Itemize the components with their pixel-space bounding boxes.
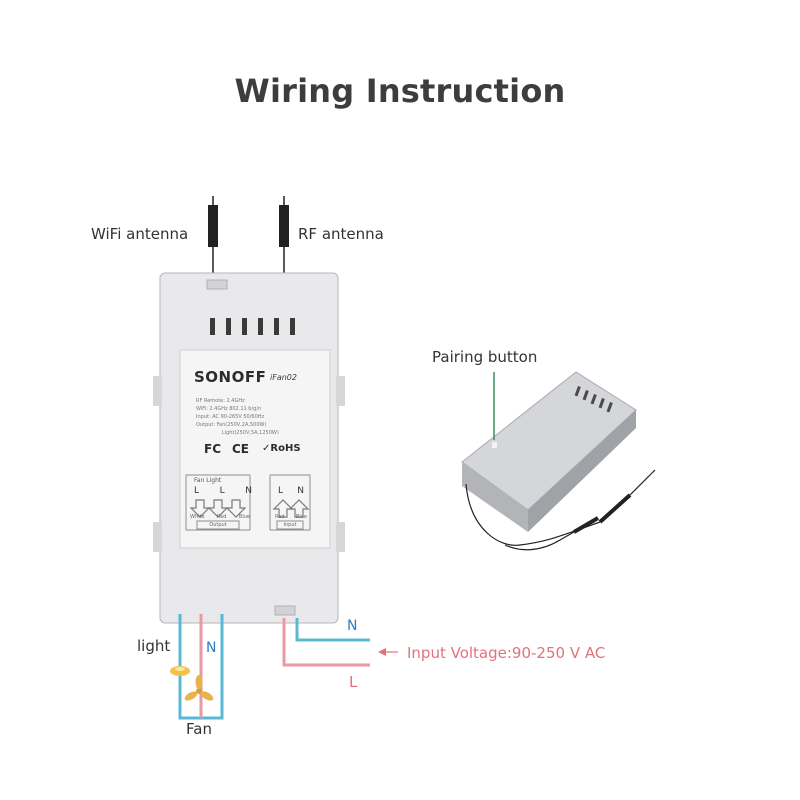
spec-line: WiFi: 2.4GHz 802.11 b/g/n — [196, 406, 262, 412]
output-wire: White — [190, 514, 205, 520]
input-tag: Input — [283, 522, 297, 528]
spec-line: Light(250V,5A,1250W) — [222, 430, 279, 436]
spec-line: Input: AC 90-265V 50/60Hz — [196, 414, 265, 420]
rohs-mark: ✓RoHS — [262, 443, 301, 454]
spec-line: Output: Fan(250V,2A,500W) — [196, 422, 267, 428]
neutral-label-left: N — [206, 640, 217, 656]
spec-line: RF Remote: 2.4GHz — [196, 398, 245, 404]
input-wire: Red — [275, 514, 285, 520]
output-letters: L L N — [194, 486, 252, 496]
fan-icon — [184, 675, 214, 701]
device-model: iFan02 — [270, 373, 297, 382]
input-letter: N — [297, 486, 304, 496]
page-title: Wiring Instruction — [234, 72, 566, 110]
sonoff-device — [153, 272, 345, 624]
wifi-antenna-label: WiFi antenna — [91, 225, 189, 243]
fcc-mark: FC — [204, 442, 222, 456]
output-wire: Blue — [238, 514, 250, 520]
device-spec-lines: RF Remote: 2.4GHz WiFi: 2.4GHz 802.11 b/… — [196, 397, 326, 437]
live-label: L — [349, 673, 358, 691]
output-letter: L — [194, 486, 200, 496]
ce-mark: CE — [232, 442, 250, 456]
output-wire: Red — [216, 514, 227, 520]
device-brand: SONOFF — [194, 368, 267, 386]
output-tag: Output — [209, 522, 227, 528]
output-letter: L — [219, 486, 225, 496]
remote-receiver — [461, 371, 656, 551]
light-bulb-icon — [170, 666, 190, 676]
remote-vent-slots — [574, 386, 613, 413]
output-header: Fan Light — [194, 477, 222, 484]
input-letter: L — [278, 486, 284, 496]
input-letters: L N — [278, 486, 304, 496]
input-voltage-label: Input Voltage:90-250 V AC — [407, 644, 606, 662]
pairing-button — [492, 442, 497, 448]
rf-antenna — [279, 196, 289, 275]
rohs-mark-label: RoHS — [270, 443, 301, 454]
input-voltage-arrow — [378, 648, 398, 656]
output-letter: N — [245, 486, 252, 496]
vent-slots — [210, 318, 295, 335]
light-label: light — [137, 637, 171, 655]
input-arrows — [272, 499, 310, 518]
input-wire-colors: Red Blue — [275, 514, 307, 520]
output-arrows — [189, 499, 247, 518]
wiring-lines — [178, 614, 370, 720]
fan-label: Fan — [186, 720, 212, 738]
wifi-antenna — [208, 196, 218, 275]
pairing-button-label: Pairing button — [432, 348, 538, 366]
neutral-label-right: N — [347, 618, 358, 634]
rf-antenna-label: RF antenna — [298, 225, 384, 243]
input-wire: Blue — [295, 514, 307, 520]
output-wire-colors: White Red Blue — [190, 514, 250, 520]
